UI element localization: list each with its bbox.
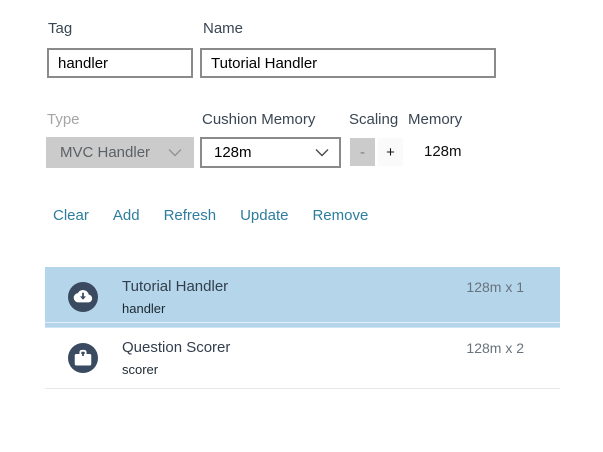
list-item-subtitle: scorer (122, 362, 159, 377)
remove-link[interactable]: Remove (312, 207, 369, 224)
scaling-increase-button[interactable]: + (378, 138, 403, 166)
scaling-decrease-button: - (350, 138, 375, 166)
name-input[interactable] (200, 48, 496, 78)
cushion-memory-label: Cushion Memory (202, 111, 316, 128)
memory-value: 128m (424, 143, 462, 160)
update-link[interactable]: Update (240, 207, 289, 224)
list-item-title: Question Scorer (122, 339, 231, 356)
cloud-download-icon (68, 282, 98, 312)
chevron-down-icon (315, 148, 329, 157)
list-item-question-scorer[interactable]: Question Scorer scorer 128m x 2 (45, 328, 560, 389)
action-links: Clear Add Refresh Update Remove (53, 207, 368, 224)
list-item-text: Question Scorer scorer (122, 339, 230, 377)
briefcase-icon (68, 343, 98, 373)
cushion-memory-select[interactable]: 128m (200, 137, 341, 168)
list-item-tutorial-handler[interactable]: Tutorial Handler handler 128m x 1 (45, 267, 560, 328)
scaling-label: Scaling (349, 111, 399, 128)
cushion-memory-select-value: 128m (214, 144, 252, 161)
tag-input[interactable] (47, 48, 193, 78)
type-select-value: MVC Handler (60, 144, 151, 161)
memory-label: Memory (408, 111, 463, 128)
type-label: Type (47, 111, 80, 128)
list-item-subtitle: handler (122, 301, 166, 316)
handler-list: Tutorial Handler handler 128m x 1 Questi… (45, 267, 560, 389)
type-select: MVC Handler (46, 137, 194, 168)
chevron-down-icon (168, 148, 182, 157)
name-label: Name (203, 20, 244, 37)
add-link[interactable]: Add (112, 207, 140, 224)
list-item-meta: 128m x 2 (466, 340, 524, 356)
list-item-title: Tutorial Handler (122, 278, 229, 295)
refresh-link[interactable]: Refresh (163, 207, 217, 224)
clear-link[interactable]: Clear (53, 207, 89, 224)
tag-label: Tag (48, 20, 73, 37)
list-item-text: Tutorial Handler handler (122, 278, 228, 316)
list-item-meta: 128m x 1 (466, 279, 524, 295)
